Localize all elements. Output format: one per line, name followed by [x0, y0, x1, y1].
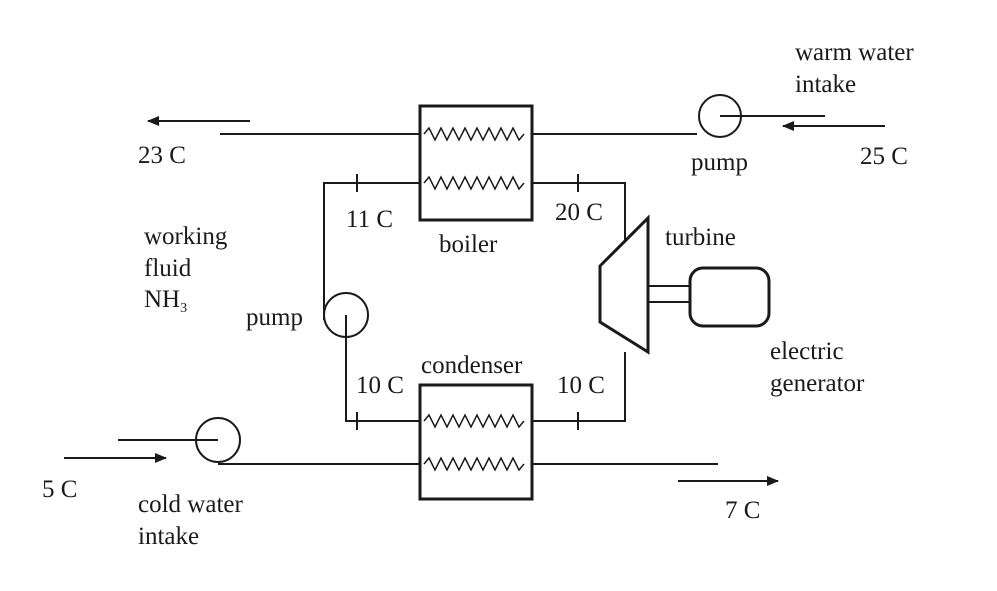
temp-23c-label: 23 C: [138, 142, 186, 169]
warm-water-intake-label-line1: warm water: [795, 39, 914, 66]
turbine-icon: [598, 214, 650, 355]
boiler-box: [418, 104, 534, 222]
nh3-label: NH3: [144, 286, 187, 316]
working-fluid-label-line1: working: [144, 223, 228, 250]
loop-line-boiler-to-pump: [323, 182, 420, 320]
boiler-coil-top: [423, 126, 525, 142]
boiler-coil-bottom: [423, 175, 525, 191]
condenser-box: [418, 383, 534, 501]
electric-generator-label-line2: generator: [770, 370, 865, 397]
temp-20c-label: 20 C: [555, 199, 603, 226]
temp-7c-label: 7 C: [725, 497, 760, 524]
temp-11c-label: 11 C: [346, 206, 393, 233]
temp-25c-label: 25 C: [860, 143, 908, 170]
cold-water-pump-icon: [195, 417, 241, 463]
working-fluid-label-line2: fluid: [144, 255, 192, 282]
warm-pump-label: pump: [691, 149, 748, 176]
warm-water-pump-icon: [698, 94, 742, 138]
loop-line-pump-to-condenser: [345, 315, 420, 422]
electric-generator-label-line1: electric: [770, 338, 844, 365]
cold-water-intake-label-line1: cold water: [138, 491, 243, 518]
temp-10c-right-label: 10 C: [557, 372, 605, 399]
loop-line-boiler-to-turbine: [532, 182, 626, 241]
boiler-label: boiler: [439, 231, 498, 258]
condenser-coil-top: [423, 413, 525, 429]
working-fluid-pump-icon: [323, 292, 369, 338]
electric-generator-icon: [688, 266, 771, 328]
turbine-label: turbine: [665, 224, 736, 251]
cold-water-intake-label-line2: intake: [138, 523, 199, 550]
warm-water-intake-label-line2: intake: [795, 71, 856, 98]
loop-line-turbine-to-condenser: [532, 352, 626, 422]
temp-5c-label: 5 C: [42, 476, 77, 503]
condenser-coil-bottom: [423, 456, 525, 472]
condenser-label: condenser: [421, 352, 523, 379]
working-fluid-pump-label: pump: [246, 304, 303, 331]
temp-10c-left-label: 10 C: [356, 372, 404, 399]
